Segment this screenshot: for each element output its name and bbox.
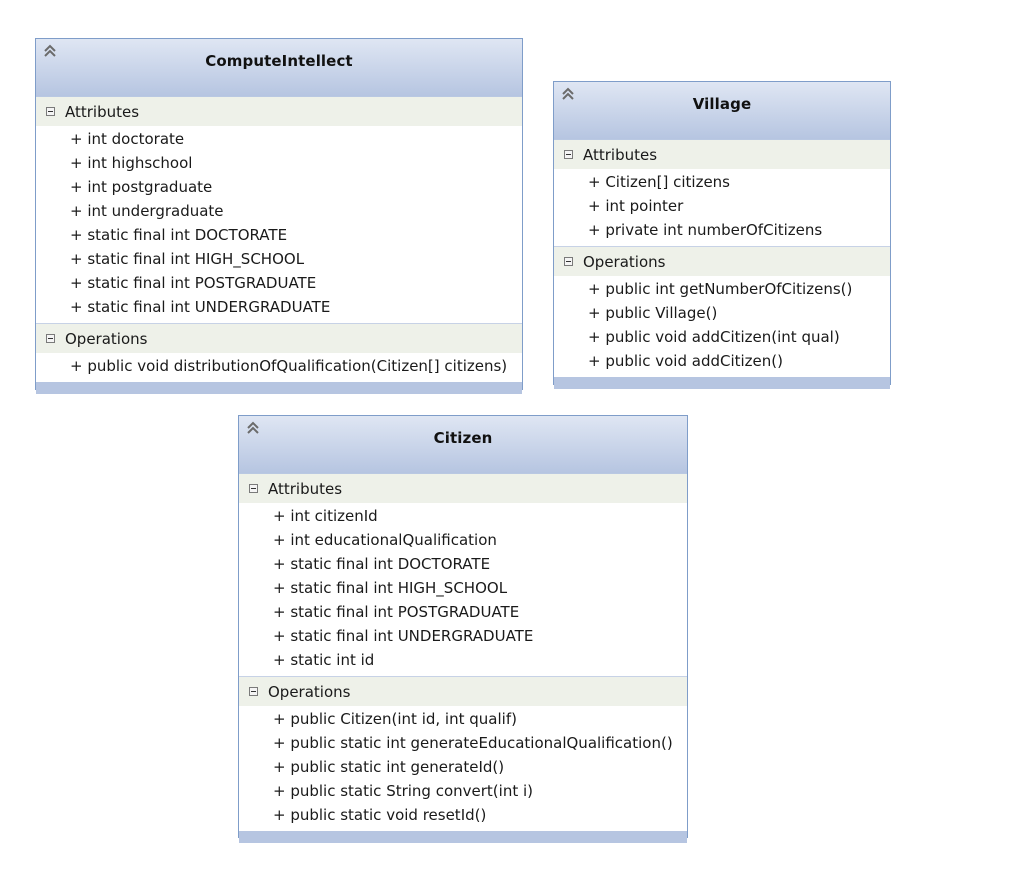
operations-list: + public void distributionOfQualificatio…	[36, 353, 522, 382]
attributes-section-header[interactable]: Attributes	[239, 474, 687, 503]
attributes-section-header[interactable]: Attributes	[554, 140, 890, 169]
attribute-item: + int highschool	[70, 154, 193, 172]
attribute-item: + Citizen[] citizens	[588, 173, 730, 191]
operation-item: + public static int generateEducationalQ…	[273, 734, 673, 752]
double-chevron-up-icon[interactable]	[42, 43, 58, 59]
operation-item: + public int getNumberOfCitizens()	[588, 280, 853, 298]
operation-item: + public Village()	[588, 304, 718, 322]
operations-list: + public int getNumberOfCitizens() + pub…	[554, 276, 890, 377]
section-label: Attributes	[268, 479, 343, 498]
attribute-item: + int doctorate	[70, 130, 185, 148]
attribute-item: + static final int DOCTORATE	[70, 226, 288, 244]
section-label: Attributes	[65, 102, 140, 121]
attribute-item: + static final int UNDERGRADUATE	[273, 627, 534, 645]
attribute-item: + int educationalQualification	[273, 531, 497, 549]
class-name: Citizen	[433, 429, 493, 447]
class-header: Citizen	[239, 416, 687, 474]
attribute-item: + int citizenId	[273, 507, 378, 525]
minus-box-icon[interactable]	[249, 687, 258, 696]
class-village[interactable]: Village Attributes + Citizen[] citizens …	[553, 81, 891, 389]
attribute-item: + private int numberOfCitizens	[588, 221, 823, 239]
attributes-list: + Citizen[] citizens + int pointer + pri…	[554, 169, 890, 246]
class-name: ComputeIntellect	[205, 52, 353, 70]
operations-section-header[interactable]: Operations	[239, 676, 687, 706]
class-footer	[36, 382, 522, 394]
operations-section-header[interactable]: Operations	[554, 246, 890, 276]
attribute-item: + static final int HIGH_SCHOOL	[273, 579, 508, 597]
operation-item: + public void addCitizen()	[588, 352, 783, 370]
operations-section-header[interactable]: Operations	[36, 323, 522, 353]
minus-box-icon[interactable]	[564, 150, 573, 159]
attribute-item: + static final int DOCTORATE	[273, 555, 491, 573]
class-footer	[239, 831, 687, 843]
operation-item: + public static String convert(int i)	[273, 782, 534, 800]
double-chevron-up-icon[interactable]	[245, 420, 261, 436]
operation-item: + public Citizen(int id, int qualif)	[273, 710, 517, 728]
class-header: Village	[554, 82, 890, 140]
section-label: Operations	[65, 329, 148, 348]
attribute-item: + static final int HIGH_SCHOOL	[70, 250, 305, 268]
attribute-item: + int postgraduate	[70, 178, 213, 196]
operation-item: + public static void resetId()	[273, 806, 487, 824]
minus-box-icon[interactable]	[249, 484, 258, 493]
attribute-item: + static final int POSTGRADUATE	[70, 274, 317, 292]
attributes-section-header[interactable]: Attributes	[36, 97, 522, 126]
attributes-list: + int citizenId + int educationalQualifi…	[239, 503, 687, 676]
attribute-item: + int pointer	[588, 197, 684, 215]
section-label: Attributes	[583, 145, 658, 164]
minus-box-icon[interactable]	[46, 334, 55, 343]
attribute-item: + static final int POSTGRADUATE	[273, 603, 520, 621]
attributes-list: + int doctorate + int highschool + int p…	[36, 126, 522, 323]
attribute-item: + static final int UNDERGRADUATE	[70, 298, 331, 316]
attribute-item: + static int id	[273, 651, 375, 669]
section-label: Operations	[583, 252, 666, 271]
operation-item: + public static int generateId()	[273, 758, 505, 776]
attribute-item: + int undergraduate	[70, 202, 224, 220]
class-footer	[554, 377, 890, 389]
minus-box-icon[interactable]	[564, 257, 573, 266]
section-label: Operations	[268, 682, 351, 701]
double-chevron-up-icon[interactable]	[560, 86, 576, 102]
class-header: ComputeIntellect	[36, 39, 522, 97]
operation-item: + public void distributionOfQualificatio…	[70, 357, 508, 375]
minus-box-icon[interactable]	[46, 107, 55, 116]
operation-item: + public void addCitizen(int qual)	[588, 328, 840, 346]
class-citizen[interactable]: Citizen Attributes + int citizenId + int…	[238, 415, 688, 843]
class-computeintellect[interactable]: ComputeIntellect Attributes + int doctor…	[35, 38, 523, 394]
operations-list: + public Citizen(int id, int qualif) + p…	[239, 706, 687, 831]
class-name: Village	[692, 95, 752, 113]
